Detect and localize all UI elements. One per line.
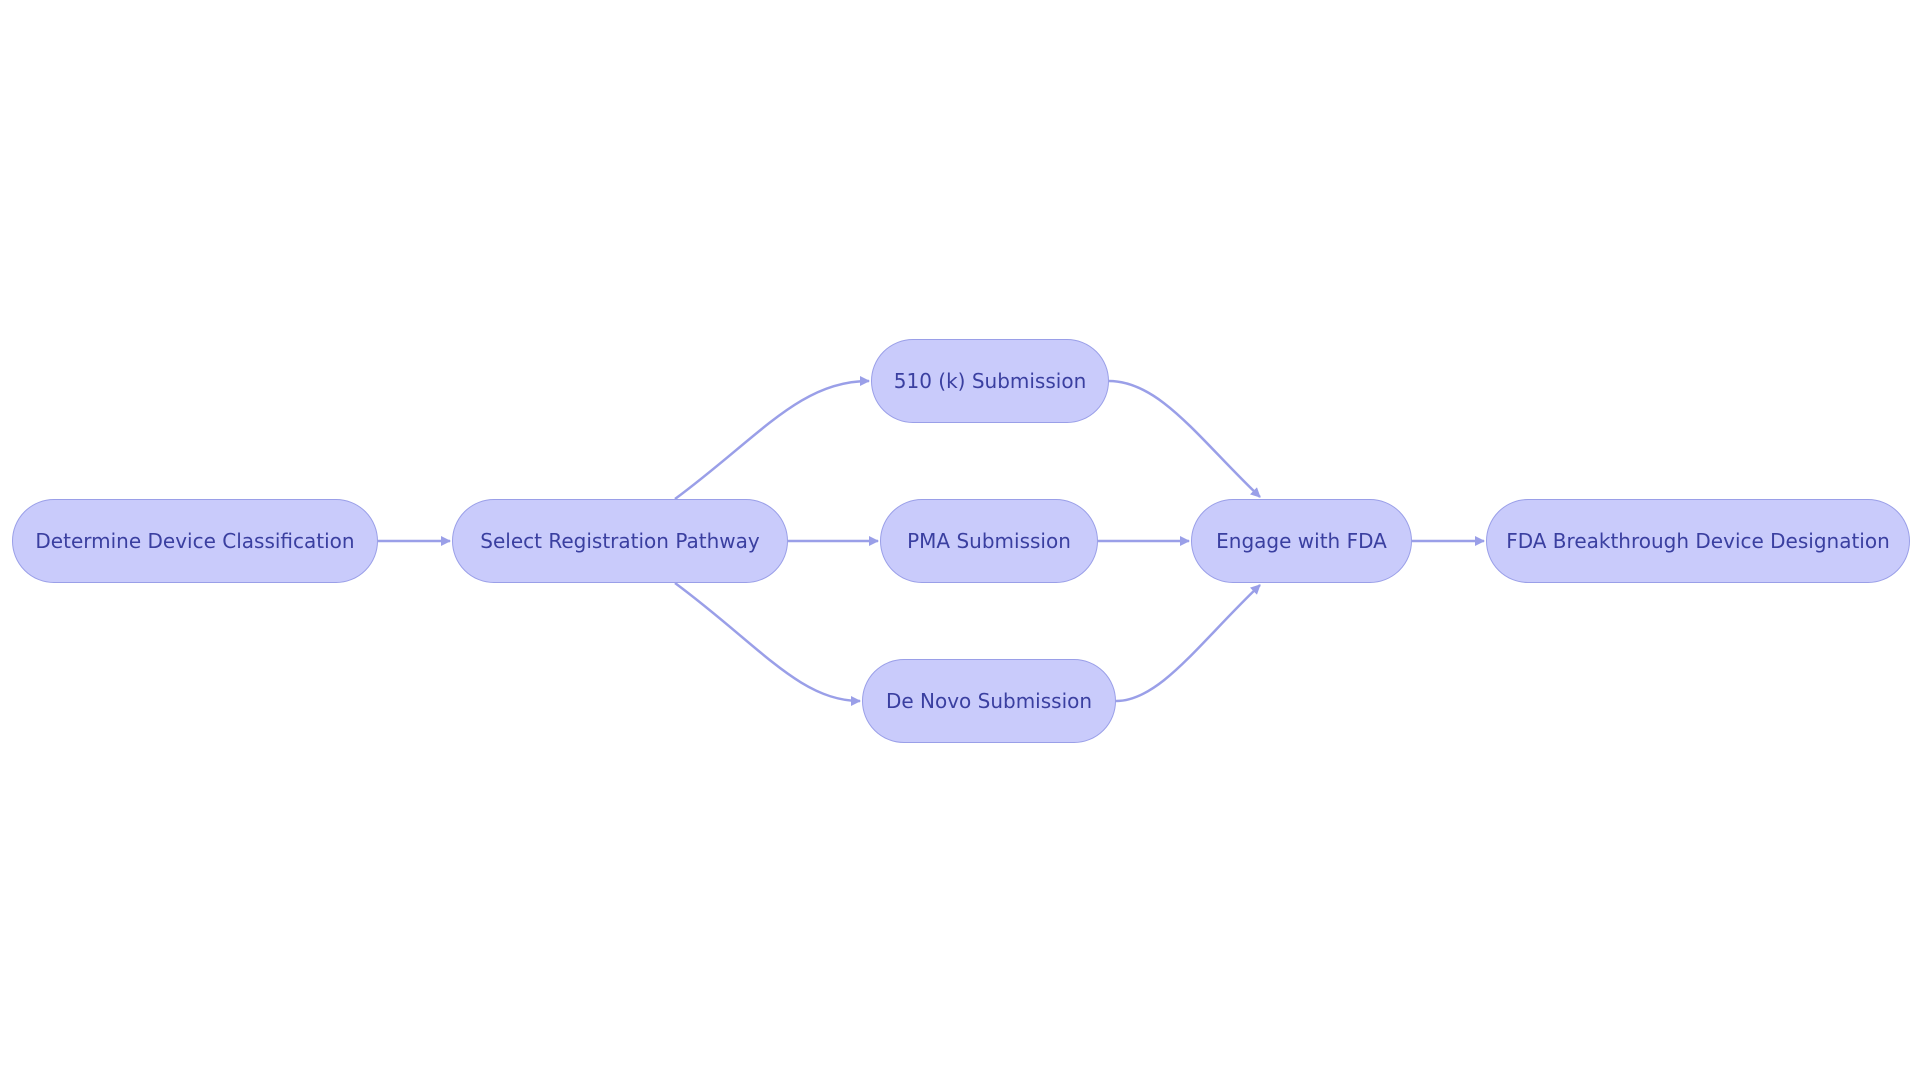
node-510k-submission: 510 (k) Submission — [871, 339, 1109, 423]
node-label: PMA Submission — [907, 529, 1071, 553]
node-label: Engage with FDA — [1216, 529, 1387, 553]
node-engage-with-fda: Engage with FDA — [1191, 499, 1412, 583]
node-label: Select Registration Pathway — [480, 529, 760, 553]
node-determine-device-classification: Determine Device Classification — [12, 499, 378, 583]
edge-pathway-to-denovo — [674, 581, 861, 706]
edge-510k-to-engage — [1108, 379, 1261, 498]
edge-pathway-to-510k — [674, 376, 870, 501]
node-fda-breakthrough-device-designation: FDA Breakthrough Device Designation — [1486, 499, 1910, 583]
node-label: FDA Breakthrough Device Designation — [1506, 529, 1890, 553]
edge-denovo-to-engage — [1115, 584, 1261, 703]
node-label: De Novo Submission — [885, 689, 1093, 713]
node-de-novo-submission: De Novo Submission — [862, 659, 1116, 743]
node-label: 510 (k) Submission — [893, 369, 1087, 393]
node-label: Determine Device Classification — [35, 529, 355, 553]
node-pma-submission: PMA Submission — [880, 499, 1098, 583]
node-select-registration-pathway: Select Registration Pathway — [452, 499, 788, 583]
